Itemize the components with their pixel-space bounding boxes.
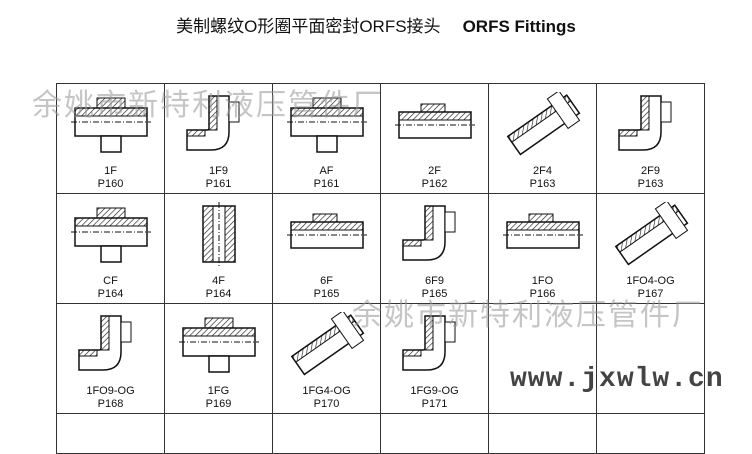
fitting-code: 6F9 — [425, 275, 444, 287]
fitting-page: P164 — [97, 288, 124, 300]
fitting-page: P160 — [97, 178, 124, 190]
fitting-code: 1FG9-OG — [410, 385, 459, 397]
fitting-page: P165 — [313, 288, 340, 300]
fitting-page: P162 — [421, 178, 448, 190]
fitting-page: P170 — [313, 398, 340, 410]
45-degree-fitting-icon — [614, 202, 689, 266]
straight-union-fitting-icon — [71, 97, 151, 153]
fitting-page: P163 — [529, 178, 556, 190]
union-fitting-icon — [179, 317, 259, 373]
empty-cell — [165, 414, 273, 454]
elbow-fitting-icon — [78, 315, 132, 371]
45-degree-fitting-icon — [290, 312, 365, 376]
fitting-code: CF — [103, 275, 118, 287]
title-english: ORFS Fittings — [462, 17, 576, 36]
empty-cell — [273, 414, 381, 454]
watermark-company-2: 余姚市新特利液压管件厂 — [352, 298, 704, 333]
fitting-page: P161 — [313, 178, 340, 190]
fitting-code: 2F4 — [533, 165, 552, 177]
empty-cell — [381, 414, 489, 454]
fitting-page: P169 — [205, 398, 232, 410]
fitting-page: P171 — [421, 398, 448, 410]
fitting-code: 1FO4-OG — [626, 275, 675, 287]
plug-fitting-icon — [202, 202, 236, 266]
fitting-code: 2F9 — [641, 165, 660, 177]
tee-fitting-icon — [287, 97, 367, 153]
fitting-page: P165 — [421, 288, 448, 300]
empty-cell — [489, 304, 597, 414]
fitting-code: 1F9 — [209, 165, 228, 177]
fitting-code: 1FO — [531, 275, 554, 287]
fitting-code: 2F — [428, 165, 441, 177]
straight-fitting-icon — [287, 213, 367, 249]
fitting-code: 1F — [104, 165, 117, 177]
45-degree-fitting-icon — [506, 92, 581, 156]
fitting-page: P164 — [205, 288, 232, 300]
fitting-code: 6F — [320, 275, 333, 287]
page-title: 美制螺纹O形圈平面密封ORFS接头 ORFS Fittings — [0, 12, 752, 37]
elbow-fitting-icon — [402, 205, 456, 261]
elbow-fitting-icon — [618, 95, 672, 151]
empty-cell — [489, 414, 597, 454]
cross-fitting-icon — [71, 207, 151, 263]
empty-cell — [57, 414, 165, 454]
straight-fitting-icon — [395, 103, 475, 139]
watermark-company: 余姚市新特利液压管件厂 — [32, 88, 384, 123]
fitting-page: P166 — [529, 288, 556, 300]
fitting-page: P161 — [205, 178, 232, 190]
fitting-code: 1FO9-OG — [86, 385, 135, 397]
empty-cell — [597, 304, 705, 414]
fitting-page: P167 — [637, 288, 664, 300]
fitting-code: 1FG — [207, 385, 230, 397]
fitting-page: P168 — [97, 398, 124, 410]
title-chinese: 美制螺纹O形圈平面密封ORFS接头 — [176, 17, 441, 36]
fitting-code: 4F — [212, 275, 225, 287]
watermark-url: www.jxwlw.cn — [510, 364, 724, 395]
elbow-fitting-icon — [186, 95, 240, 151]
straight-fitting-icon — [503, 213, 583, 249]
fitting-page: P163 — [637, 178, 664, 190]
elbow-fitting-icon — [402, 315, 456, 371]
empty-cell — [597, 414, 705, 454]
fitting-code: AF — [319, 165, 334, 177]
fitting-code: 1FG4-OG — [302, 385, 351, 397]
